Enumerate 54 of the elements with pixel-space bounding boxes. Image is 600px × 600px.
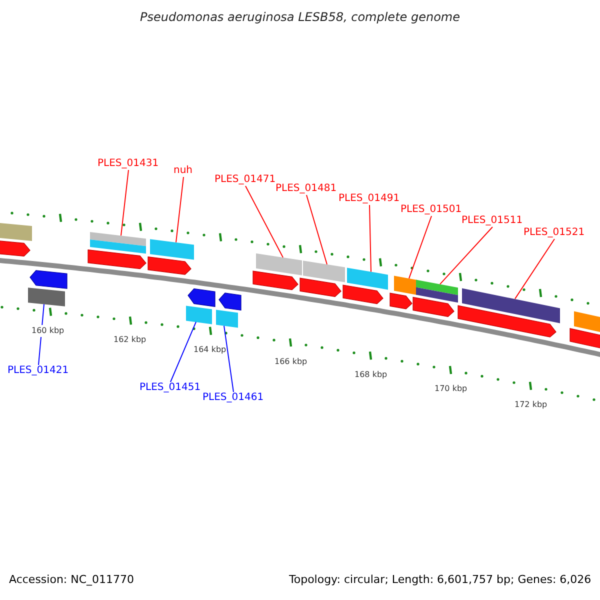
title: Pseudomonas aeruginosa LESB58, complete genome bbox=[140, 11, 460, 23]
gene-label: PLES_01481 bbox=[276, 183, 337, 195]
scale-label: 166 kbp bbox=[274, 356, 308, 368]
accession-text: Accession: NC_011770 bbox=[9, 574, 134, 586]
gene-bar bbox=[462, 288, 560, 324]
gene-bar bbox=[216, 310, 238, 328]
coding-sequence-feature bbox=[300, 278, 342, 298]
coding-sequence-feature bbox=[30, 270, 68, 289]
gene-bar bbox=[256, 253, 302, 276]
gene-label: PLES_01521 bbox=[524, 227, 585, 239]
leader-line bbox=[440, 226, 493, 285]
coding-sequence-feature bbox=[218, 292, 242, 311]
coding-sequence-feature bbox=[458, 305, 556, 338]
gene-bar bbox=[150, 239, 194, 260]
leader-line bbox=[369, 204, 372, 272]
scale-label: 168 kbp bbox=[354, 368, 388, 381]
gene-label: PLES_01491 bbox=[338, 193, 400, 205]
gene-label: PLES_01501 bbox=[400, 204, 462, 216]
genome-summary: Topology: circular; Length: 6,601,757 bp; Genes: 6,026 bbox=[289, 574, 592, 586]
leader-line bbox=[224, 325, 234, 392]
coding-sequence-feature bbox=[148, 256, 192, 275]
scale-label: 164 kbp bbox=[194, 344, 226, 356]
coding-sequence-feature bbox=[570, 328, 600, 348]
scale-label: 172 kbp bbox=[514, 399, 548, 412]
gene-label: PLES_01461 bbox=[202, 392, 264, 404]
gene-bar bbox=[90, 232, 146, 254]
gene-label: PLES_01511 bbox=[462, 215, 523, 227]
gene-bar bbox=[416, 280, 458, 303]
gene-label: PLES_01451 bbox=[140, 382, 201, 394]
gene-label: nuh bbox=[174, 165, 193, 177]
leader-line bbox=[514, 238, 555, 300]
scale-label: 162 kbp bbox=[114, 334, 146, 346]
gene-bar bbox=[303, 260, 345, 282]
leader-line bbox=[170, 321, 196, 382]
coding-sequence-feature bbox=[252, 270, 298, 290]
leader-line bbox=[120, 170, 129, 236]
scale-label: 170 kbp bbox=[434, 383, 468, 396]
coding-sequence-feature bbox=[88, 249, 146, 270]
gene-bar bbox=[0, 222, 32, 241]
gene-bar bbox=[28, 288, 65, 306]
gene-bar bbox=[574, 311, 600, 334]
leader-line bbox=[306, 194, 328, 265]
gene-bar bbox=[347, 268, 388, 290]
coding-sequence-feature bbox=[390, 292, 412, 310]
gene-label: PLES_01421 bbox=[8, 365, 69, 377]
gene-bar bbox=[394, 276, 418, 296]
leader-line bbox=[408, 216, 432, 279]
gene-label: PLES_01471 bbox=[214, 174, 276, 186]
coding-sequence-feature bbox=[188, 288, 216, 307]
gene-bar bbox=[186, 306, 212, 324]
leader-line bbox=[245, 186, 284, 258]
coding-sequence-feature bbox=[342, 284, 384, 304]
scale-label: 160 kbp bbox=[32, 324, 64, 337]
gene-label: PLES_01431 bbox=[98, 158, 159, 170]
